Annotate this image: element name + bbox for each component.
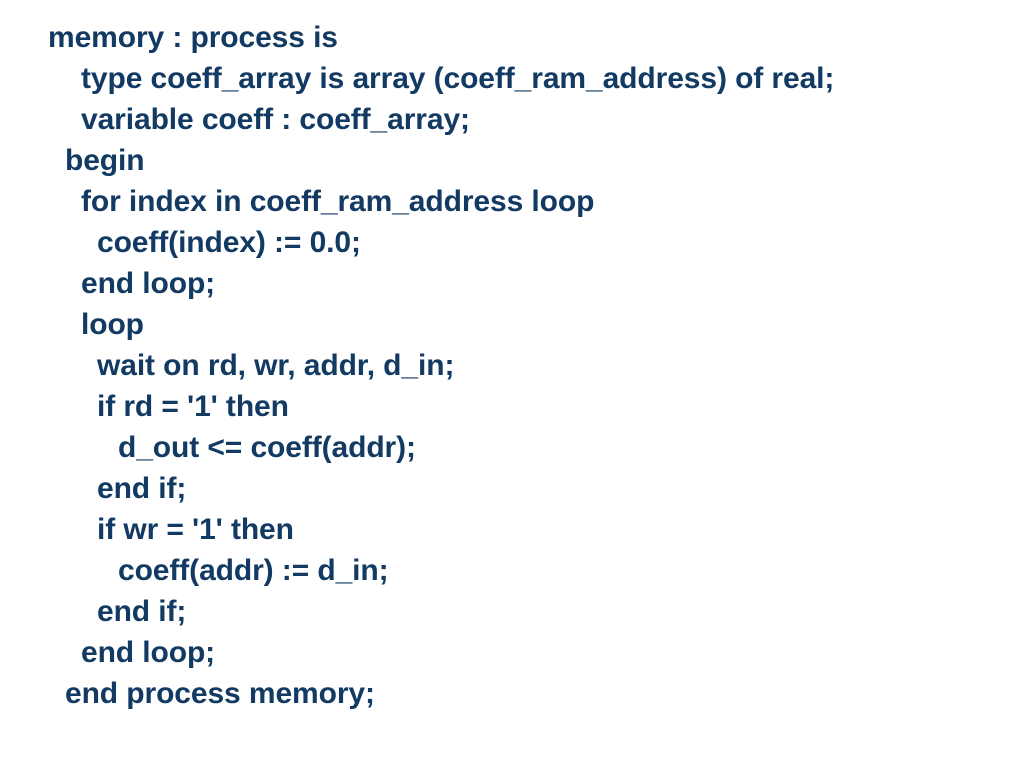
code-line: for index in coeff_ram_address loop [81,185,595,218]
code-line: if wr = '1' then [97,513,294,546]
code-line: end if; [97,595,187,628]
code-line: if rd = '1' then [97,390,289,423]
code-line: wait on rd, wr, addr, d_in; [97,349,455,382]
code-line: end process memory; [65,677,375,710]
code-line: loop [81,308,144,341]
code-line: end loop; [81,636,216,669]
code-line: end if; [97,472,187,505]
code-line: begin [65,144,145,177]
code-line: d_out <= coeff(addr); [118,431,416,464]
code-line: memory : process is [48,21,338,54]
code-line: variable coeff : coeff_array; [81,103,470,136]
code-line: end loop; [81,267,216,300]
code-listing: memory : process is type coeff_array is a… [0,17,1024,714]
code-line: coeff(addr) := d_in; [118,554,389,587]
code-line: type coeff_array is array (coeff_ram_add… [81,62,835,95]
code-line: coeff(index) := 0.0; [97,226,361,259]
